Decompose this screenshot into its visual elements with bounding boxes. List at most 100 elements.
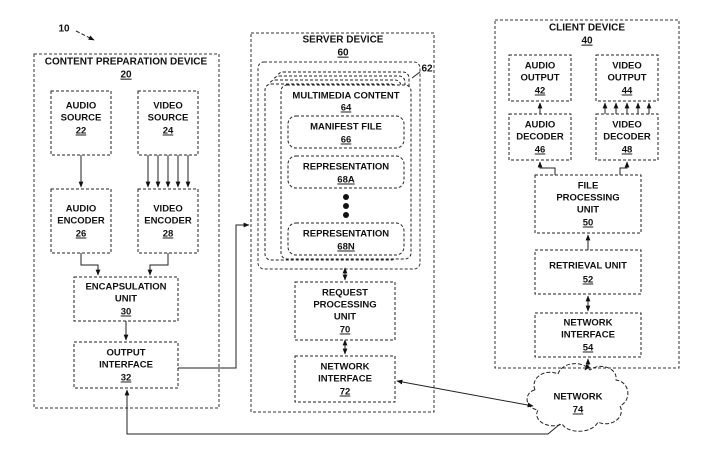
svg-text:52: 52 — [583, 275, 594, 286]
svg-text:UNIT: UNIT — [334, 312, 356, 323]
svg-text:68A: 68A — [337, 175, 355, 186]
svg-text:66: 66 — [341, 135, 352, 146]
svg-text:PROCESSING: PROCESSING — [556, 193, 619, 204]
content-stack-leader — [411, 71, 421, 79]
svg-text:AUDIO: AUDIO — [525, 120, 556, 131]
svg-text:22: 22 — [76, 126, 87, 137]
svg-text:50: 50 — [583, 218, 594, 229]
svg-text:68N: 68N — [337, 242, 355, 253]
svg-text:54: 54 — [583, 343, 594, 354]
svg-text:VIDEO: VIDEO — [153, 101, 183, 112]
content-stack-reference: 62 — [421, 64, 433, 75]
network-cloud: NETWORK 74 — [526, 363, 629, 432]
svg-text:ENCAPSULATION: ENCAPSULATION — [85, 282, 166, 293]
manifest-file-box: MANIFEST FILE 66 — [287, 115, 405, 149]
svg-text:32: 32 — [121, 373, 132, 384]
svg-text:ENCODER: ENCODER — [144, 216, 192, 227]
svg-text:24: 24 — [163, 126, 174, 137]
svg-text:48: 48 — [622, 145, 633, 156]
video-decoder-box: VIDEO DECODER 48 — [595, 113, 659, 161]
svg-text:REQUEST: REQUEST — [322, 288, 368, 299]
svg-text:NETWORK: NETWORK — [320, 362, 369, 373]
server-device: SERVER DEVICE 60 62 MULTIMEDIA CONTENT 6… — [250, 32, 435, 413]
client-device-frame — [494, 19, 680, 369]
audio-source-box: AUDIO SOURCE 22 — [50, 90, 112, 156]
multimedia-content-number: 64 — [341, 103, 352, 114]
svg-text:INTERFACE: INTERFACE — [99, 360, 153, 371]
svg-text:OUTPUT: OUTPUT — [106, 348, 145, 359]
output-interface-box: OUTPUT INTERFACE 32 — [73, 341, 179, 389]
svg-text:AUDIO: AUDIO — [525, 61, 556, 72]
retrieval-unit-box: RETRIEVAL UNIT 52 — [534, 249, 642, 295]
arrow-output-interface-network-path — [124, 389, 561, 435]
arrow-server-network-to-cloud — [396, 379, 534, 408]
content-preparation-device: CONTENT PREPARATION DEVICE 20 AUDIO SOUR… — [33, 53, 220, 409]
server-device-frame — [250, 32, 435, 413]
video-output-box: VIDEO OUTPUT 44 — [595, 54, 659, 102]
svg-text:REPRESENTATION: REPRESENTATION — [303, 229, 389, 240]
svg-text:PROCESSING: PROCESSING — [313, 300, 376, 311]
arrow-client-network-to-cloud — [584, 358, 591, 371]
svg-text:UNIT: UNIT — [577, 205, 599, 216]
svg-text:10: 10 — [58, 24, 70, 35]
content-preparation-device-number: 20 — [120, 70, 132, 81]
svg-text:DECODER: DECODER — [516, 132, 564, 143]
svg-text:26: 26 — [76, 229, 87, 240]
svg-text:OUTPUT: OUTPUT — [520, 73, 559, 84]
svg-text:NETWORK: NETWORK — [563, 318, 612, 329]
svg-text:MANIFEST FILE: MANIFEST FILE — [310, 122, 382, 133]
svg-text:30: 30 — [121, 307, 132, 318]
server-device-number: 60 — [337, 48, 349, 59]
svg-text:AUDIO: AUDIO — [66, 101, 97, 112]
svg-text:INTERFACE: INTERFACE — [561, 330, 615, 341]
content-preparation-device-title: CONTENT PREPARATION DEVICE — [45, 57, 208, 68]
audio-encoder-box: AUDIO ENCODER 26 — [50, 188, 112, 254]
representation-n-box: REPRESENTATION 68N — [287, 222, 405, 256]
svg-text:42: 42 — [535, 86, 546, 97]
svg-text:SOURCE: SOURCE — [148, 113, 189, 124]
svg-text:ENCODER: ENCODER — [57, 216, 105, 227]
audio-output-box: AUDIO OUTPUT 42 — [508, 54, 572, 102]
video-source-box: VIDEO SOURCE 24 — [137, 90, 199, 156]
figure-reference: 10 — [58, 24, 95, 41]
arrow-file-processing-to-audio-decoder — [537, 161, 556, 175]
arrow-video-encoder-to-encapsulation — [147, 253, 169, 276]
svg-text:RETRIEVAL UNIT: RETRIEVAL UNIT — [549, 261, 627, 272]
svg-text:OUTPUT: OUTPUT — [607, 73, 646, 84]
client-device: CLIENT DEVICE 40 AUDIO OUTPUT 42 VIDEO O… — [494, 19, 680, 369]
svg-text:AUDIO: AUDIO — [66, 204, 97, 215]
encapsulation-unit-box: ENCAPSULATION UNIT 30 — [73, 276, 179, 322]
network-number: 74 — [573, 405, 584, 416]
network-label: NETWORK — [553, 392, 602, 403]
svg-text:VIDEO: VIDEO — [153, 204, 183, 215]
file-processing-unit-box: FILE PROCESSING UNIT 50 — [534, 174, 642, 234]
arrow-output-interface-to-server — [178, 222, 250, 369]
content-stack-frame — [257, 61, 421, 270]
svg-text:72: 72 — [340, 387, 351, 398]
svg-text:DECODER: DECODER — [603, 132, 651, 143]
request-processing-unit-box: REQUEST PROCESSING UNIT 70 — [294, 281, 396, 341]
svg-text:28: 28 — [163, 229, 174, 240]
ellipsis-dots — [343, 194, 349, 218]
svg-text:REPRESENTATION: REPRESENTATION — [303, 162, 389, 173]
svg-text:46: 46 — [535, 145, 546, 156]
svg-text:VIDEO: VIDEO — [612, 61, 642, 72]
arrow-audio-encoder-to-encapsulation — [80, 253, 101, 276]
arrow-file-processing-to-video-decoder — [619, 161, 630, 175]
svg-text:70: 70 — [340, 325, 351, 336]
multimedia-content-title: MULTIMEDIA CONTENT — [292, 91, 399, 102]
svg-text:VIDEO: VIDEO — [612, 120, 642, 131]
representation-a-box: REPRESENTATION 68A — [287, 155, 405, 189]
server-device-title: SERVER DEVICE — [303, 35, 384, 46]
server-network-interface-box: NETWORK INTERFACE 72 — [294, 355, 396, 403]
svg-text:FILE: FILE — [578, 181, 599, 192]
audio-decoder-box: AUDIO DECODER 46 — [508, 113, 572, 161]
svg-text:INTERFACE: INTERFACE — [318, 374, 372, 385]
svg-text:UNIT: UNIT — [115, 294, 137, 305]
client-network-interface-box: NETWORK INTERFACE 54 — [534, 312, 642, 358]
svg-text:SOURCE: SOURCE — [61, 113, 102, 124]
svg-text:44: 44 — [622, 86, 633, 97]
client-device-number: 40 — [581, 36, 593, 47]
client-device-title: CLIENT DEVICE — [549, 23, 625, 34]
